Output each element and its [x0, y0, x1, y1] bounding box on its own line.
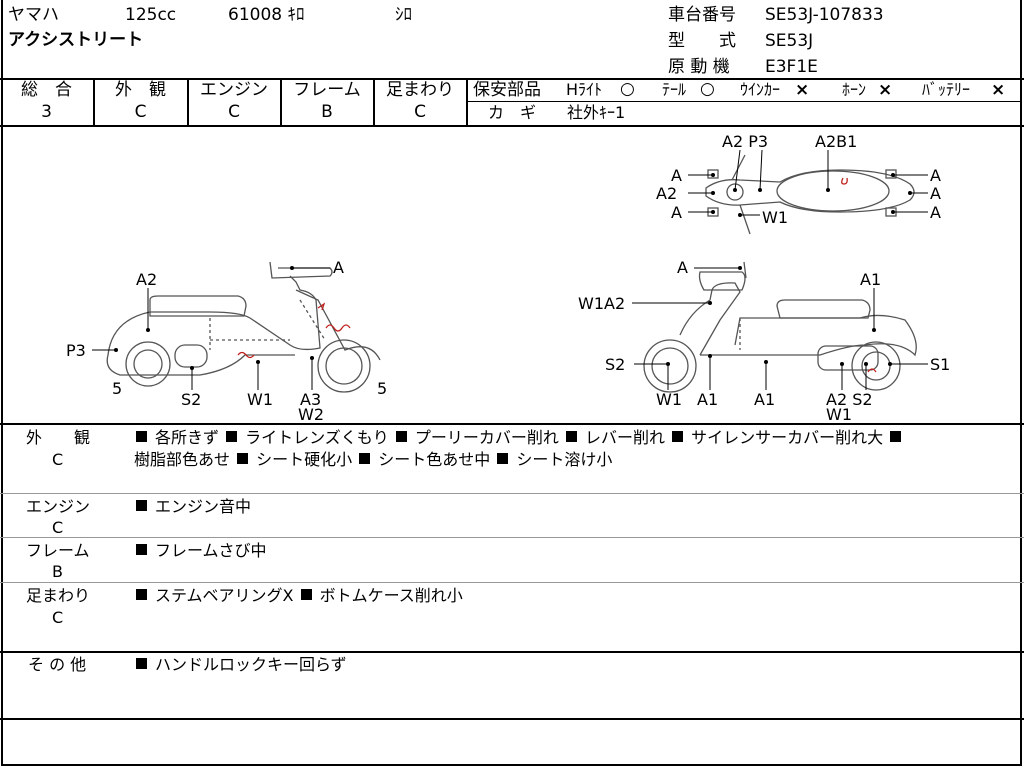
remark-item: ライトレンズくもり [245, 428, 389, 447]
remark-grade-exterior: C [52, 450, 64, 469]
safety-mark-headlight: ○ [620, 79, 635, 99]
remark-grade-suspension: C [52, 608, 64, 627]
rule [0, 493, 1024, 494]
frame-no: SE53J-107833 [765, 5, 884, 25]
engine-label: 原 動 機 [668, 57, 730, 77]
key-label: カ ギ [488, 103, 537, 122]
remark-items-suspension: ステムベアリングX ボトムケース削れ小 [134, 585, 994, 607]
remark-label-engine: エンジン [26, 497, 91, 516]
remark-item: フレームさび中 [155, 541, 267, 560]
safety-item-tail: ﾃｰﾙ [662, 80, 687, 99]
key-value: 社外ｷｰ1 [567, 103, 626, 122]
maker: ヤマハ [8, 5, 59, 25]
remark-item: シート硬化小 [256, 450, 353, 469]
remark-label-frame: フレーム [26, 541, 90, 560]
grade-value-engine: C [228, 102, 240, 122]
grade-divider [93, 78, 95, 125]
safety-item-battery: ﾊﾞｯﾃﾘｰ [922, 80, 971, 99]
grade-divider [187, 78, 189, 125]
safety-item-headlight: Hﾗｲﾄ [566, 80, 603, 99]
remark-item: シート溶け小 [516, 450, 613, 469]
remark-items-frame: フレームさび中 [134, 540, 994, 562]
safety-item-winker: ｳｲﾝｶｰ [740, 80, 781, 99]
model-name: アクシストリート [8, 30, 144, 50]
remark-items-engine: エンジン音中 [134, 496, 994, 518]
grade-label-suspension: 足まわり [386, 80, 454, 100]
remark-item: シート色あせ中 [378, 450, 491, 469]
remark-items-exterior: 各所きず ライトレンズくもり プーリーカバー削れ レバー削れ サイレンサーカバー… [134, 427, 994, 471]
rule [0, 78, 1024, 80]
rule [0, 582, 1024, 583]
remark-label-suspension: 足まわり [26, 586, 91, 605]
remark-item: プーリーカバー削れ [414, 428, 559, 447]
remark-item: ステムベアリングX [155, 586, 294, 605]
remark-item: 樹脂部色あせ [134, 450, 231, 469]
rule [0, 125, 1024, 127]
grade-divider [373, 78, 375, 125]
rule [0, 718, 1024, 720]
safety-mark-battery: × [991, 80, 1006, 100]
rule [0, 423, 1024, 425]
type-label: 型 式 [668, 31, 736, 51]
safety-mark-horn: × [878, 80, 893, 100]
grade-value-frame: B [321, 102, 333, 122]
remark-grade-engine: C [52, 518, 64, 537]
remark-item: 各所きず [155, 428, 220, 447]
grade-label-exterior: 外 観 [115, 80, 166, 100]
rule [467, 101, 1022, 102]
grade-label-engine: エンジン [200, 80, 268, 100]
remark-label-exterior: 外 観 [26, 428, 91, 447]
rule [0, 651, 1024, 653]
grade-label-frame: フレーム [293, 80, 361, 100]
displacement: 125cc [125, 5, 177, 25]
grade-label-overall: 総 合 [21, 80, 72, 100]
remark-items-other: ハンドルロックキー回らず [134, 654, 994, 676]
remark-label-other: そ の 他 [28, 655, 87, 674]
remark-item: レバー削れ [585, 428, 666, 447]
safety-label: 保安部品 [473, 80, 541, 100]
rule [0, 537, 1024, 538]
grade-divider [280, 78, 282, 125]
safety-item-horn: ﾎｰﾝ [842, 80, 867, 99]
remark-grade-frame: B [52, 562, 63, 581]
remark-item: サイレンサーカバー削れ大 [691, 428, 884, 447]
type-value: SE53J [765, 31, 814, 51]
remark-item: ハンドルロックキー回らず [155, 655, 347, 674]
grade-value-exterior: C [134, 102, 147, 122]
remark-item: エンジン音中 [155, 497, 252, 516]
grade-value-suspension: C [414, 102, 426, 122]
color: ｼﾛ [395, 5, 412, 25]
safety-mark-winker: × [795, 80, 810, 100]
remark-item: ボトムケース削れ小 [319, 586, 463, 605]
frame-no-label: 車台番号 [668, 5, 736, 25]
grade-value-overall: 3 [41, 102, 52, 122]
engine-value: E3F1E [765, 57, 818, 77]
mileage: 61008 ｷﾛ [228, 5, 305, 25]
safety-mark-tail: ○ [700, 79, 715, 99]
